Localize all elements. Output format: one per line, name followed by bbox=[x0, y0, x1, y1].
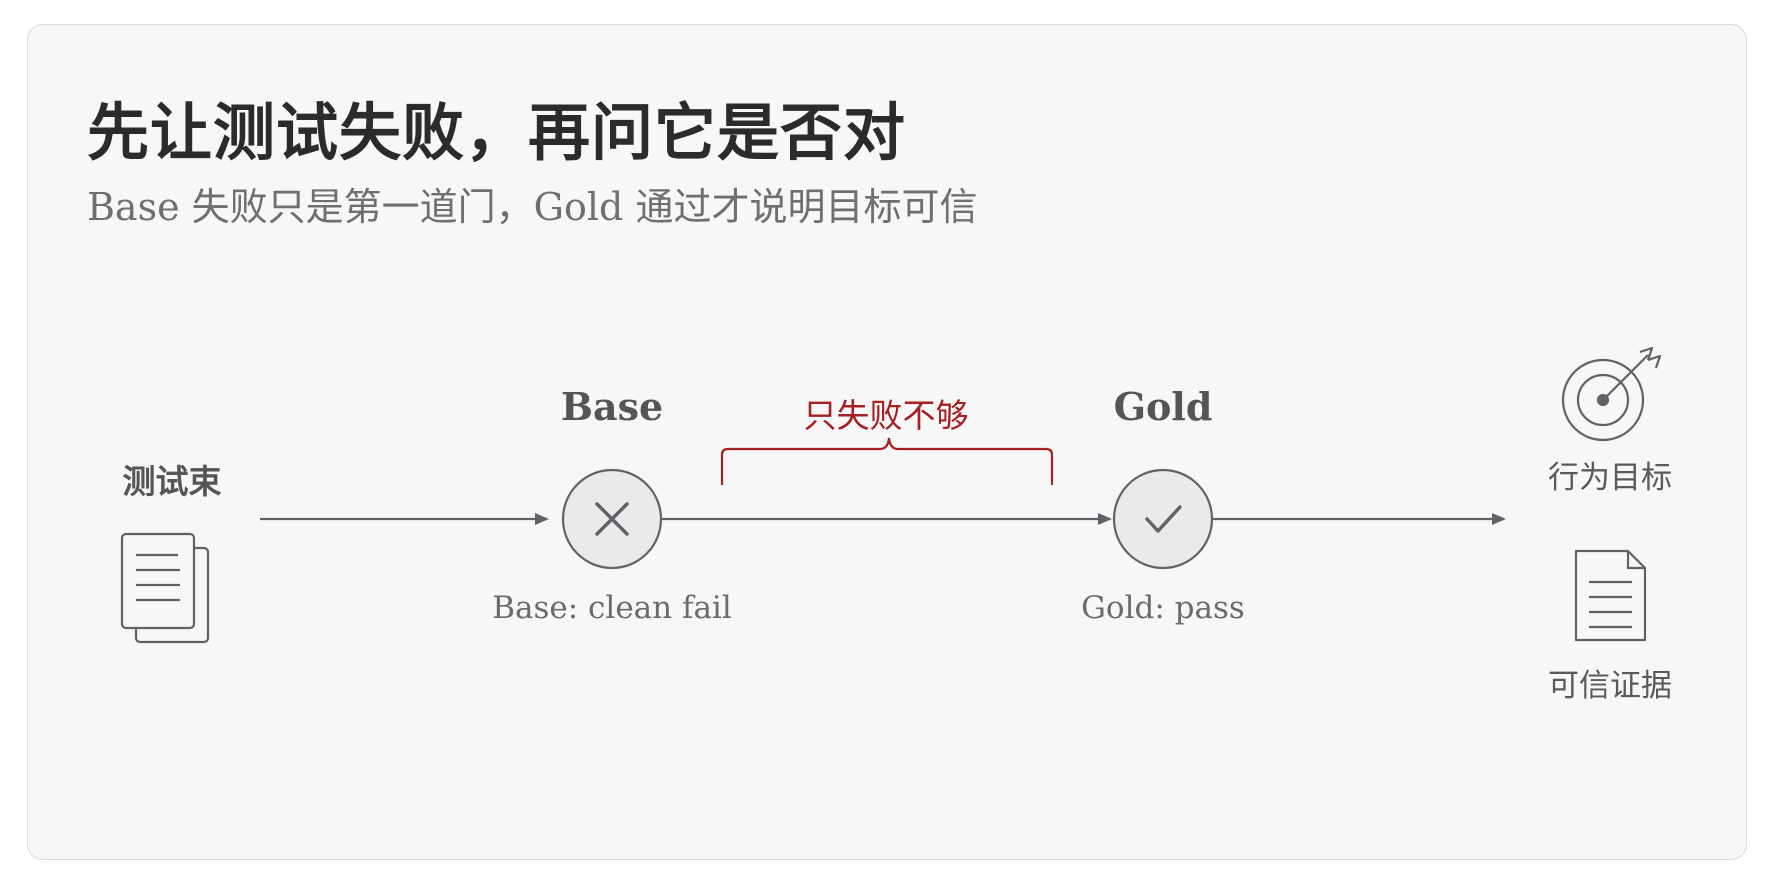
page-title: 先让测试失败，再问它是否对 bbox=[87, 96, 907, 169]
base-node bbox=[561, 468, 663, 570]
gold-heading: Gold bbox=[1113, 384, 1213, 429]
base-heading: Base bbox=[560, 384, 664, 429]
bracket-label: 只失败不够 bbox=[803, 396, 969, 435]
target-icon bbox=[1561, 346, 1662, 442]
page-subtitle: Base 失败只是第一道门，Gold 通过才说明目标可信 bbox=[87, 185, 978, 229]
diagram-card bbox=[27, 24, 1747, 860]
x-mark-icon bbox=[595, 502, 629, 536]
base-caption: Base: clean fail bbox=[492, 590, 732, 626]
documents-icon bbox=[120, 532, 210, 644]
test-suite-label: 测试束 bbox=[122, 462, 222, 501]
credible-evidence-label: 可信证据 bbox=[1548, 668, 1672, 704]
checkmark-icon bbox=[1145, 505, 1182, 533]
insufficient-bracket bbox=[720, 437, 1054, 485]
document-icon bbox=[1574, 549, 1647, 642]
gold-caption: Gold: pass bbox=[1081, 590, 1245, 626]
gold-node bbox=[1112, 468, 1214, 570]
behavior-goal-label: 行为目标 bbox=[1548, 460, 1672, 496]
